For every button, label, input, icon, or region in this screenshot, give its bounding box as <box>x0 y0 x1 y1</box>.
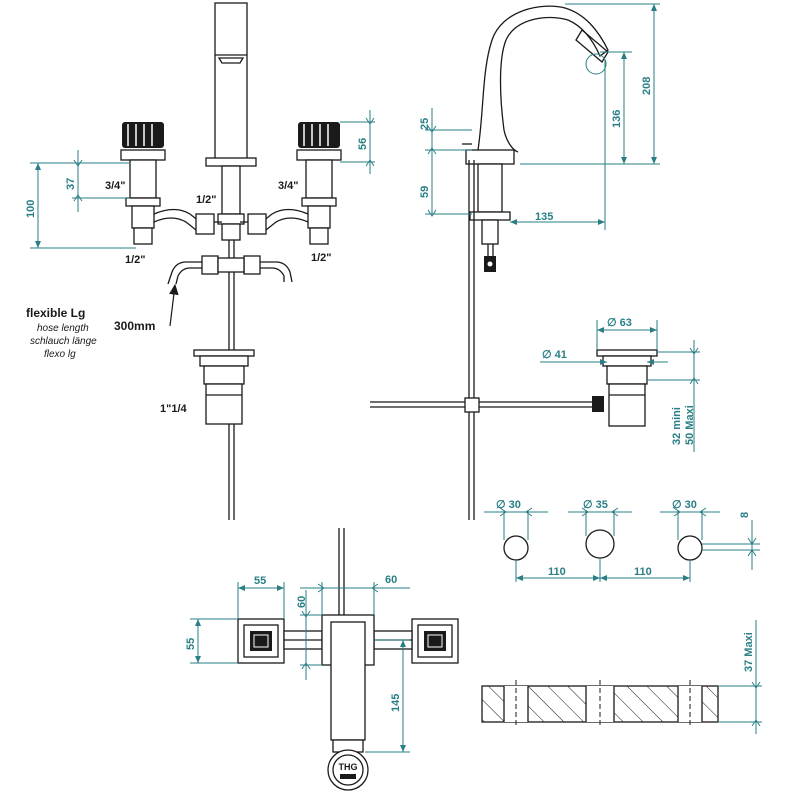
dim-59: 59 <box>419 186 431 198</box>
hole-dia-left: ∅ 30 <box>496 499 521 511</box>
thread-label-left-12: 1/2" <box>125 254 146 266</box>
thread-label-spout-12: 1/2" <box>196 194 217 206</box>
dim-208: 208 <box>641 77 653 95</box>
dim-37: 37 <box>65 178 77 190</box>
deck-section: 37 Maxi <box>481 620 762 734</box>
thickness-max: 50 Maxi <box>684 405 696 445</box>
dim-60-height: 60 <box>296 596 308 608</box>
dim-56: 56 <box>357 138 369 150</box>
hose-length-value: 300mm <box>114 319 155 333</box>
side-view: 25 59 135 136 208 <box>370 3 660 520</box>
thread-label-right-12: 1/2" <box>311 252 332 264</box>
dim-25: 25 <box>419 118 431 130</box>
dia-41: ∅ 41 <box>542 349 567 361</box>
dim-136: 136 <box>611 110 623 128</box>
dim-135: 135 <box>535 211 553 223</box>
front-view: 3/4" 3/4" 1/2" 1/2" 1/2" 1"1/4 37 100 56 <box>25 2 375 520</box>
hose-note-title: flexible Lg <box>26 306 85 320</box>
drain-view: ∅ 63 ∅ 41 32 mini 50 Maxi <box>540 317 700 452</box>
top-view: THG 55 55 60 60 145 <box>185 528 459 791</box>
hose-note: flexible Lg hose length schlauch länge f… <box>26 283 179 360</box>
brand-logo: THG <box>339 762 358 772</box>
dim-60-width: 60 <box>385 574 397 586</box>
hose-note-line-3: flexo lg <box>44 349 76 360</box>
thread-label-drain: 1"1/4 <box>160 403 188 415</box>
dim-145: 145 <box>390 694 402 712</box>
thickness-min: 32 mini <box>671 407 683 445</box>
hole-dia-mid: ∅ 35 <box>583 499 608 511</box>
spacing-right: 110 <box>634 566 652 578</box>
spacing-left: 110 <box>548 566 566 578</box>
thread-label-right-34: 3/4" <box>278 180 299 192</box>
dia-63: ∅ 63 <box>607 317 632 329</box>
offset-8: 8 <box>739 512 751 518</box>
dim-55-height: 55 <box>185 638 197 650</box>
dim-100: 100 <box>25 200 37 218</box>
hose-note-line-1: hose length <box>37 323 89 334</box>
dim-55-width: 55 <box>254 575 266 587</box>
holes-view: ∅ 30 ∅ 35 ∅ 30 110 110 8 <box>484 499 760 582</box>
thread-label-left-34: 3/4" <box>105 180 126 192</box>
hole-dia-right: ∅ 30 <box>672 499 697 511</box>
hose-note-line-2: schlauch länge <box>30 336 97 347</box>
deck-max: 37 Maxi <box>743 632 755 672</box>
